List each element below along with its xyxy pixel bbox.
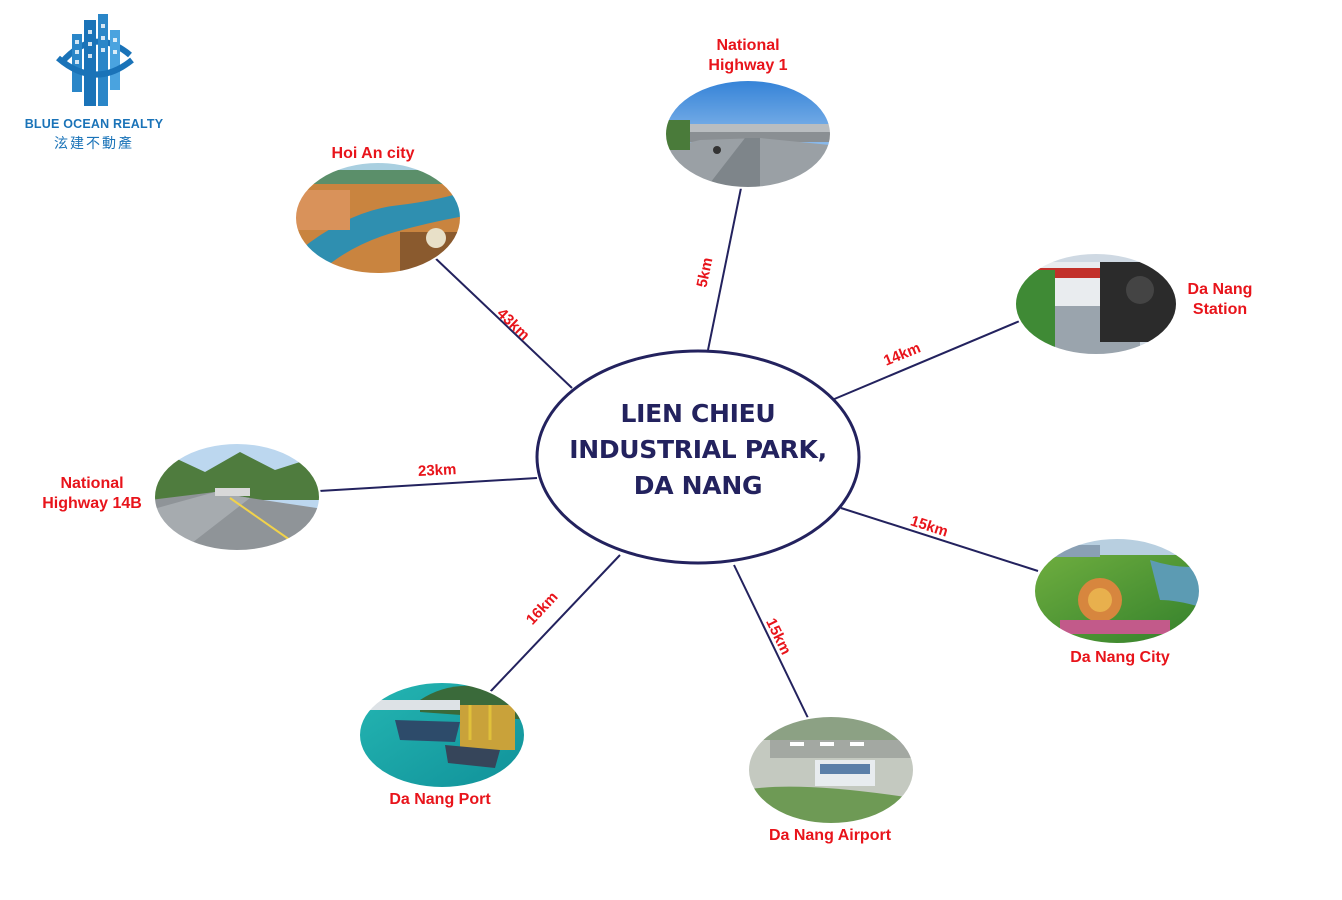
center-title-line-2: INDUSTRIAL PARK, [569, 435, 827, 464]
train-station-photo-icon [1015, 253, 1177, 355]
connector-hoi-an-city [432, 255, 573, 389]
connector-da-nang-airport [733, 564, 809, 719]
label-line: National [716, 37, 780, 54]
airport-photo-icon [748, 716, 914, 824]
label-national-highway-14b: National Highway 14B [22, 474, 162, 514]
label-line: Da Nang City [1070, 649, 1170, 666]
label-hoi-an-city: Hoi An city [318, 144, 428, 164]
center-title-line-1: LIEN CHIEU [620, 399, 776, 428]
connector-da-nang-city [840, 507, 1039, 572]
logo-subtitle: 泫建不動產 [54, 136, 134, 152]
center-title-line-3: DA NANG [633, 471, 763, 500]
label-da-nang-port: Da Nang Port [370, 790, 510, 810]
logo-icon [56, 14, 134, 106]
label-line: Highway 14B [42, 495, 142, 512]
logo-name: BLUE OCEAN REALTY [24, 117, 164, 131]
center-hub-ellipse [535, 349, 861, 565]
label-national-highway-1: National Highway 1 [668, 36, 828, 76]
label-line: Hoi An city [331, 145, 415, 162]
connector-national-highway-1 [707, 187, 742, 351]
distance-national-highway-14b: 23km [417, 461, 457, 480]
label-da-nang-city: Da Nang City [1045, 648, 1195, 668]
seaport-photo-icon [359, 682, 525, 788]
mountain-road-photo-icon [154, 443, 320, 551]
old-town-aerial-photo-icon [295, 162, 461, 274]
label-line: Da Nang Airport [768, 827, 892, 844]
connector-da-nang-port [489, 554, 621, 693]
city-aerial-photo-icon [1034, 538, 1200, 644]
connector-national-highway-14b [318, 477, 538, 492]
label-line: Da Nang [1187, 281, 1253, 298]
label-da-nang-airport: Da Nang Airport [745, 826, 915, 846]
center-title: LIEN CHIEU INDUSTRIAL PARK, DA NANG [540, 396, 856, 504]
label-line: National [60, 475, 124, 492]
highway-photo-icon [665, 80, 831, 188]
label-line: Station [1192, 301, 1248, 318]
label-da-nang-station: Da Nang Station [1160, 280, 1280, 320]
label-line: Da Nang Port [389, 791, 491, 808]
connector-da-nang-station [831, 319, 1023, 401]
label-line: Highway 1 [708, 57, 788, 74]
